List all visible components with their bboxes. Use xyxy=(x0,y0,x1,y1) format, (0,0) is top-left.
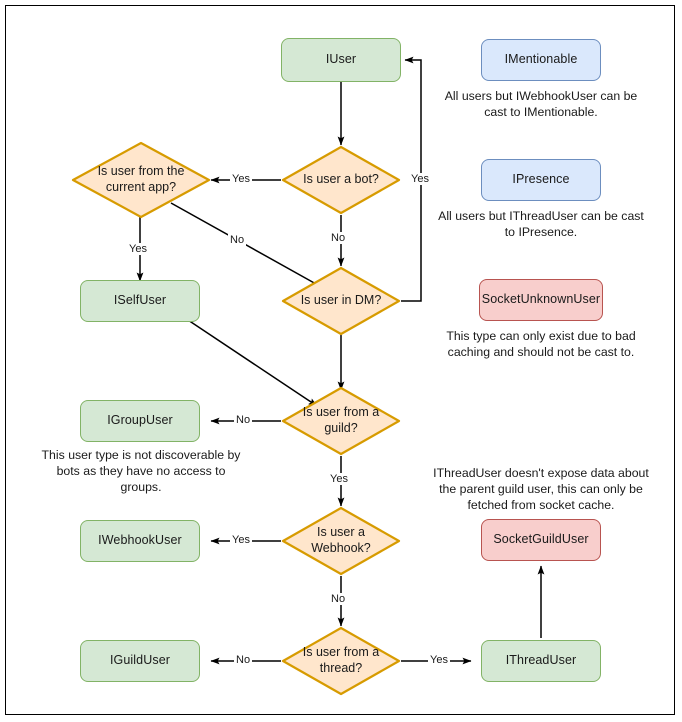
note-ipresence: All users but IThreadUser can be cast to… xyxy=(438,209,644,239)
note-socketunknownuser: This type can only exist due to bad cach… xyxy=(446,329,636,359)
edge-label-thread-no: No xyxy=(234,654,253,667)
diamond-shape xyxy=(281,506,401,576)
edge-label-dm-yes: Yes xyxy=(409,173,431,186)
edge-label-bot-no: No xyxy=(329,232,348,245)
node-socketunknownuser: SocketUnknownUser xyxy=(479,279,603,321)
decision-label: Is user from a thread? xyxy=(302,645,380,675)
decision-label: Is user from the current app? xyxy=(97,164,185,194)
note-igroupuser: This user type is not discoverable by bo… xyxy=(41,448,241,494)
decision-is-user-from-current-app: Is user from the current app? xyxy=(71,141,211,219)
edge-label-webhook-yes: Yes xyxy=(230,534,252,547)
note-imentionable: All users but IWebhookUser can be cast t… xyxy=(444,89,638,119)
node-iuser: IUser xyxy=(281,38,401,82)
decision-label: Is user a bot? xyxy=(303,172,379,187)
decision-label: Is user from a guild? xyxy=(302,405,380,435)
diamond-shape xyxy=(71,141,211,219)
edge-label-thread-yes: Yes xyxy=(428,654,450,667)
node-imentionable: IMentionable xyxy=(481,39,601,81)
edge-label-guild-no: No xyxy=(234,414,253,427)
decision-is-user-a-bot: Is user a bot? xyxy=(281,145,401,215)
decision-label: Is user a Webhook? xyxy=(311,525,371,555)
edge-label-currentapp-yes: Yes xyxy=(127,243,149,256)
node-iselfuser: ISelfUser xyxy=(80,280,200,322)
node-ithreaduser: IThreadUser xyxy=(481,640,601,682)
node-socketguilduser: SocketGuildUser xyxy=(481,519,601,561)
decision-is-user-in-dm: Is user in DM? xyxy=(281,266,401,336)
decision-is-user-from-thread: Is user from a thread? xyxy=(281,626,401,696)
node-iwebhookuser: IWebhookUser xyxy=(80,520,200,562)
decision-label: Is user in DM? xyxy=(300,293,382,308)
node-igroupuser: IGroupUser xyxy=(80,400,200,442)
edge-label-guild-yes: Yes xyxy=(328,473,350,486)
diamond-shape xyxy=(281,626,401,696)
decision-is-user-from-guild: Is user from a guild? xyxy=(281,386,401,456)
note-socketguilduser: IThreadUser doesn't expose data about th… xyxy=(433,466,649,512)
edge-label-currentapp-no: No xyxy=(228,234,247,247)
edge-label-webhook-no: No xyxy=(329,593,348,606)
edge-label-bot-yes: Yes xyxy=(230,173,252,186)
node-iguilduser: IGuildUser xyxy=(80,640,200,682)
diamond-shape xyxy=(281,145,401,215)
node-ipresence: IPresence xyxy=(481,159,601,201)
diamond-shape xyxy=(281,266,401,336)
diamond-shape xyxy=(281,386,401,456)
decision-is-user-a-webhook: Is user a Webhook? xyxy=(281,506,401,576)
